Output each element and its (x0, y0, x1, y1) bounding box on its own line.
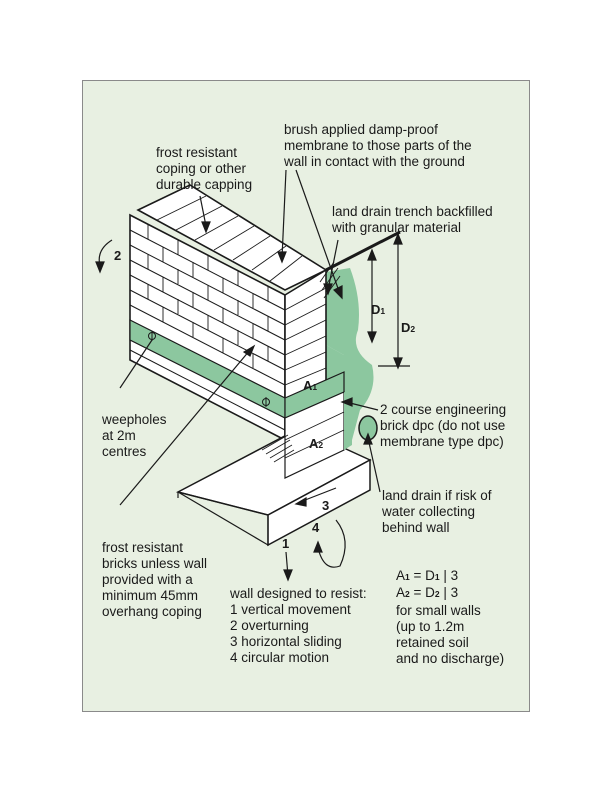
label-dpc: 2 course engineering brick dpc (do not u… (380, 402, 507, 449)
movement-number-4: 4 (312, 520, 320, 535)
dimension-lines (367, 232, 410, 370)
label-small-walls: for small walls (up to 1.2m retained soi… (396, 603, 505, 666)
weephole-symbols (148, 331, 270, 407)
label-coping: frost resistant coping or other durable … (156, 145, 253, 192)
label-bricks: frost resistant bricks unless wall provi… (102, 540, 208, 619)
marker-d2: D2 (401, 320, 416, 335)
marker-d1: D1 (371, 302, 386, 317)
discharge-hatch (261, 434, 295, 463)
leader-lines (119, 169, 381, 506)
marker-a1: A1 (303, 378, 318, 393)
front-brick-joints (147, 224, 269, 368)
movement-number-1: 1 (282, 536, 290, 551)
movement-arrows (95, 239, 346, 582)
movement-number-3: 3 (322, 498, 330, 513)
movement-number-2: 2 (114, 248, 122, 263)
label-resist: wall designed to resist: 1 vertical move… (230, 586, 367, 665)
label-membrane: brush applied damp-proof membrane to tho… (284, 122, 472, 169)
foundation-side (177, 491, 269, 547)
membrane-top-line (325, 230, 401, 272)
marker-a2: A2 (309, 436, 324, 451)
lower-wall-green (344, 392, 352, 450)
formula-a1: A1 = D1 | 3 (396, 568, 459, 583)
label-weepholes: weepholes at 2m centres (102, 412, 167, 459)
front-brick-courses (129, 229, 286, 431)
label-drain-trench: land drain trench backfilled with granul… (332, 204, 493, 235)
coping-joints (156, 195, 303, 282)
retained-soil (326, 268, 374, 450)
label-land-drain: land drain if risk of water collecting b… (382, 488, 492, 535)
formula-a2: A2 = D2 | 3 (396, 585, 459, 600)
